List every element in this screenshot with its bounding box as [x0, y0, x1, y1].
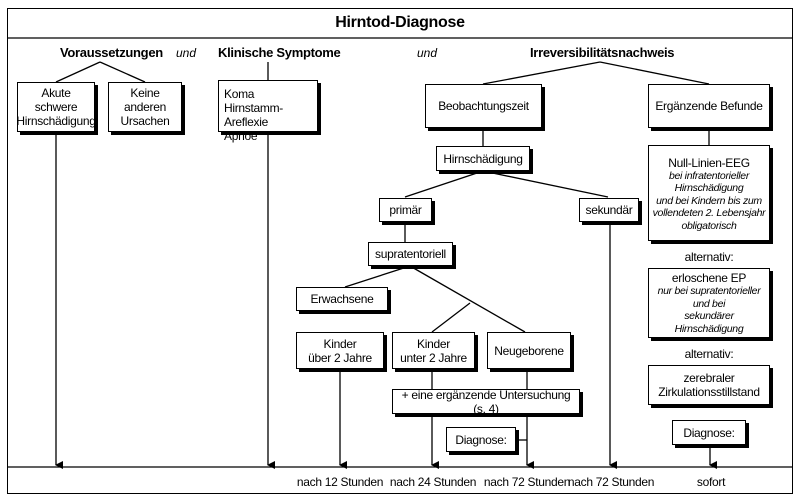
box-line: Hirnstamm-Areflexie	[224, 101, 283, 129]
branch-line	[344, 265, 411, 288]
box-beobachtungszeit: Beobachtungszeit	[425, 84, 542, 128]
outer-frame	[7, 8, 793, 494]
box-erwachsene: Erwachsene	[296, 287, 388, 311]
und-label: und	[176, 46, 197, 60]
ep-note-line: sekundärer Hirnschädigung	[674, 310, 744, 335]
eeg-note-line: vollendeten 2. Lebensjahr	[652, 207, 766, 220]
ep-note-line: und bei	[692, 297, 726, 310]
box-line: Zirkulationsstillstand	[658, 385, 760, 399]
box-sekundaer: sekundär	[579, 198, 639, 222]
box-line: Koma	[224, 87, 255, 101]
branch-line	[409, 265, 526, 333]
eeg-note-line: obligatorisch	[681, 219, 737, 232]
eeg-note-line: und bei Kindern bis zum	[656, 194, 762, 207]
und-label: und	[417, 46, 438, 60]
header-voraussetzungen: Voraussetzungen	[60, 45, 163, 60]
box-null-linien-eeg: Null-Linien-EEG bei infratentorieller Hi…	[648, 145, 770, 241]
eeg-title: Null-Linien-EEG	[668, 155, 750, 170]
box-diagnose: Diagnose:	[446, 427, 516, 452]
branch-line	[99, 61, 146, 83]
header-klinische-symptome: Klinische Symptome	[218, 45, 341, 60]
eeg-note-line: bei infratentorieller	[668, 169, 750, 182]
box-line: über 2 Jahre	[308, 350, 372, 365]
time-label-12h: nach 12 Stunden	[296, 475, 384, 489]
header-irreversibilitaet: Irreversibilitätsnachweis	[530, 45, 675, 60]
time-label-sofort: sofort	[696, 475, 726, 489]
box-ergaenzende-befunde: Ergänzende Befunde	[648, 84, 770, 128]
box-line: Kinder	[323, 336, 357, 351]
box-line: Hirnschädigung	[16, 114, 96, 128]
box-erloschene-ep: erloschene EP nur bei supratentorieller …	[648, 268, 770, 338]
ep-note-line: nur bei supratentorieller	[657, 285, 761, 297]
box-diagnose-sofort: Diagnose:	[672, 420, 746, 445]
box-line: Kinder	[417, 336, 450, 351]
ep-title: erloschene EP	[671, 271, 747, 285]
alternativ-label: alternativ:	[684, 347, 734, 361]
box-primaer: primär	[379, 198, 432, 222]
box-hirnschaedigung: Hirnschädigung	[436, 146, 530, 171]
time-label-24h: nach 24 Stunden	[389, 475, 477, 489]
box-keine-anderen-ursachen: Keine anderen Ursachen	[108, 82, 182, 132]
box-neugeborene: Neugeborene	[487, 332, 571, 369]
box-line: Akute schwere	[34, 86, 78, 114]
branch-line	[55, 61, 101, 83]
box-akute-schwere-hirnschaedigung: Akute schwere Hirnschädigung	[16, 82, 96, 132]
box-zerebraler-zirkulationsstillstand: zerebraler Zirkulationsstillstand	[648, 365, 770, 405]
branch-line	[404, 170, 484, 198]
branch-line	[431, 302, 471, 333]
box-koma-symptome: Koma Hirnstamm-Areflexie Apnoe	[218, 80, 318, 143]
branch-line	[482, 61, 601, 85]
time-label-72h-1: nach 72 Stunden	[483, 475, 571, 489]
branch-line	[599, 61, 710, 85]
alternativ-label: alternativ:	[684, 250, 734, 264]
eeg-note-line: Hirnschädigung	[674, 182, 744, 195]
box-line: Keine anderen	[124, 86, 166, 114]
branch-line	[482, 170, 609, 198]
box-ergaenzende-untersuchung: + eine ergänzende Untersuchung (s. 4)	[392, 388, 580, 416]
page-title: Hirntod-Diagnose	[335, 14, 465, 31]
box-line: unter 2 Jahre	[400, 350, 467, 365]
box-supratentoriell: supratentoriell	[368, 242, 453, 266]
box-line: Ursachen	[120, 114, 170, 128]
time-label-72h-2: nach 72 Stunden	[567, 475, 655, 489]
box-kinder-unter-2-jahre: Kinder unter 2 Jahre	[392, 332, 475, 369]
box-line: Apnoe	[224, 129, 258, 143]
box-line: zerebraler	[683, 371, 735, 385]
box-kinder-ueber-2-jahre: Kinder über 2 Jahre	[296, 332, 384, 369]
